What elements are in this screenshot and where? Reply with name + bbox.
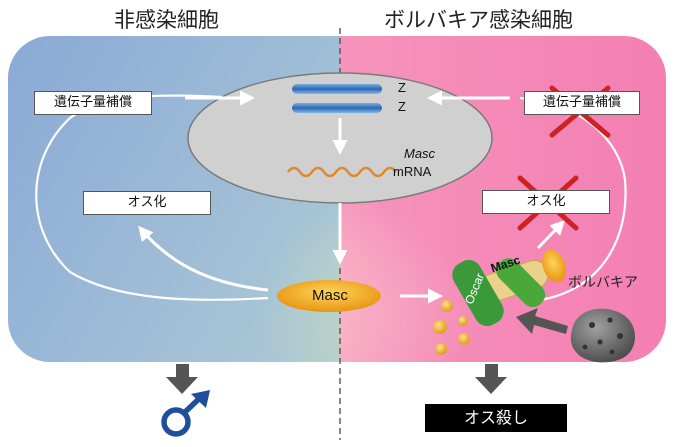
z-chromosome-1 [292, 84, 382, 94]
male-killing-label: オス殺し [425, 404, 567, 432]
mrna-gene-label: Masc [404, 146, 436, 161]
z-chromosome-2 [292, 103, 382, 113]
title-infected-cell: ボルバキア感染細胞 [384, 8, 573, 32]
z-label-1: Z [398, 80, 406, 95]
fragment-dot [441, 300, 453, 312]
left-masculinization-box: オス化 [83, 191, 211, 215]
left-dosage-compensation-box: 遺伝子量補償 [34, 91, 152, 115]
title-uninfected-cell: 非感染細胞 [114, 8, 219, 32]
male-symbol-icon [161, 390, 210, 437]
right-dosage-compensation-box: 遺伝子量補償 [524, 91, 640, 115]
fragment-dot [458, 333, 470, 345]
mrna-label: mRNA [393, 164, 432, 179]
arrow-outcome-right [475, 364, 507, 394]
masc-oscar-complex [452, 249, 566, 327]
masc-protein-label: Masc [312, 287, 348, 304]
arrow-complex-to-male-right [536, 219, 566, 250]
wolbachia-bacterium [570, 308, 636, 363]
arrow-outcome-left [166, 364, 198, 394]
wolbachia-label: ボルバキア [568, 275, 638, 291]
mrna-wave [287, 166, 397, 178]
masc-protein [277, 280, 381, 312]
right-masculinization-box: オス化 [482, 190, 610, 214]
arrow-masc-to-male-left [138, 225, 269, 292]
fragment-dot [435, 343, 447, 355]
fragment-dot [458, 316, 468, 326]
z-label-2: Z [398, 99, 406, 114]
fragment-dot [433, 320, 447, 334]
arrow-bacteria-to-complex [516, 308, 568, 334]
